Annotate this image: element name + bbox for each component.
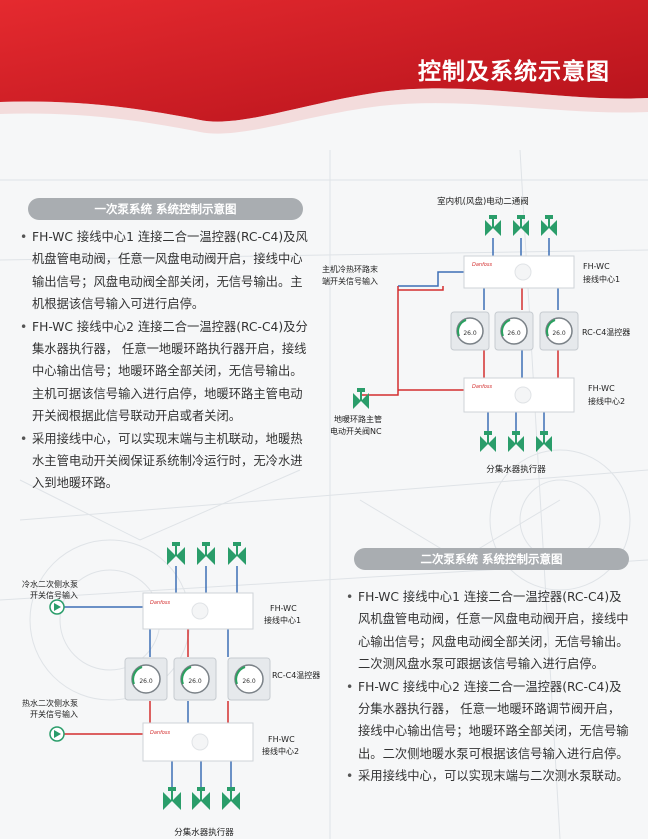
section2-bullet-3: 采用接线中心，可以实现末端与二次测水泵联动。 (346, 765, 632, 788)
d2-hub2-label-2: 接线中心2 (262, 746, 299, 756)
d2-thermo-display-1: 26.0 (139, 678, 153, 685)
d1-hub2-label-2: 接线中心2 (588, 396, 625, 406)
d2-hub1-label-1: FH-WC (270, 604, 297, 613)
d2-hub2-label-1: FH-WC (268, 735, 295, 744)
d1-hub1-label-1: FH-WC (583, 262, 610, 271)
section1-bullet-1: FH-WC 接线中心1 连接二合一温控器(RC-C4)及风机盘管电动阀，任意一风… (20, 226, 310, 316)
section2-bullet-1: FH-WC 接线中心1 连接二合一温控器(RC-C4)及风机盘管电动阀，任意一风… (346, 586, 632, 676)
d2-manifold-actuators (162, 786, 241, 811)
d2-pump2-label-1: 热水二次侧水泵 (22, 698, 78, 708)
d1-bottom-label: 分集水器执行器 (486, 464, 546, 475)
section1-heading: 一次泵系统 系统控制示意图 (28, 198, 303, 220)
page-title: 控制及系统示意图 (418, 59, 610, 85)
d1-top-label: 室内机(风盘)电动二通阀 (437, 196, 529, 207)
d1-valve-label-2: 电动开关阀NC (330, 426, 382, 436)
d1-hub1-brand: Danfoss (472, 262, 493, 268)
d2-bottom-label: 分集水器执行器 (174, 827, 234, 838)
d1-thermo-display-3: 26.0 (552, 330, 566, 337)
header-banner (0, 0, 648, 134)
section1-bullet-2: FH-WC 接线中心2 连接二合一温控器(RC-C4)及分集水器执行器， 任意一… (20, 316, 310, 428)
section2-bullet-2: FH-WC 接线中心2 连接二合一温控器(RC-C4)及分集水器执行器， 任意一… (346, 676, 632, 766)
d2-hub1-label-2: 接线中心1 (264, 615, 301, 625)
d1-fancoil-valves (484, 214, 558, 237)
d1-manifold-actuators (479, 430, 553, 453)
section2-heading: 二次泵系统 系统控制示意图 (354, 548, 629, 570)
d2-cold-pump (49, 599, 65, 615)
d1-hub2-brand: Danfoss (472, 384, 493, 390)
d1-thermo-display-1: 26.0 (463, 330, 477, 337)
section1-bullet-3: 采用接线中心，可以实现末端与主机联动，地暖热水主管电动开关阀保证系统制冷运行时，… (20, 428, 310, 495)
diagram-secondary-system: Danfoss FH-WC 接线中心1 冷水二次侧水泵 开关信号输入 26.0 … (22, 541, 320, 838)
d1-left-signal-1: 主机冷热环路末 (322, 264, 378, 274)
d1-left-signal-2: 端开关信号输入 (322, 276, 378, 286)
d1-thermo-display-2: 26.0 (507, 330, 521, 337)
d1-thermostat-label: RC-C4温控器 (582, 327, 630, 337)
d2-hub1-brand: Danfoss (150, 600, 171, 606)
d2-thermo-display-3: 26.0 (242, 678, 256, 685)
d2-fancoil-valves (166, 541, 247, 566)
d1-valve-label-1: 地暖环路主管 (334, 414, 382, 424)
d2-pump2-label-2: 开关信号输入 (30, 709, 78, 719)
d2-pump1-label-1: 冷水二次侧水泵 (22, 579, 78, 589)
diagram-primary-system: 室内机(风盘)电动二通阀 Danfoss FH-WC 接线中心1 主机冷热环路末… (322, 196, 630, 475)
d1-hub1-label-2: 接线中心1 (583, 274, 620, 284)
d2-thermo-display-2: 26.0 (188, 678, 202, 685)
d2-thermostat-label: RC-C4温控器 (272, 670, 320, 680)
section1-bullets: FH-WC 接线中心1 连接二合一温控器(RC-C4)及风机盘管电动阀，任意一风… (20, 226, 310, 495)
d2-hub2-brand: Danfoss (150, 730, 171, 736)
section2-bullets: FH-WC 接线中心1 连接二合一温控器(RC-C4)及风机盘管电动阀，任意一风… (346, 586, 632, 788)
d2-hot-pump (49, 726, 65, 742)
d1-main-valve (352, 387, 370, 410)
d1-hub2-label-1: FH-WC (588, 384, 615, 393)
d2-pump1-label-2: 开关信号输入 (30, 590, 78, 600)
